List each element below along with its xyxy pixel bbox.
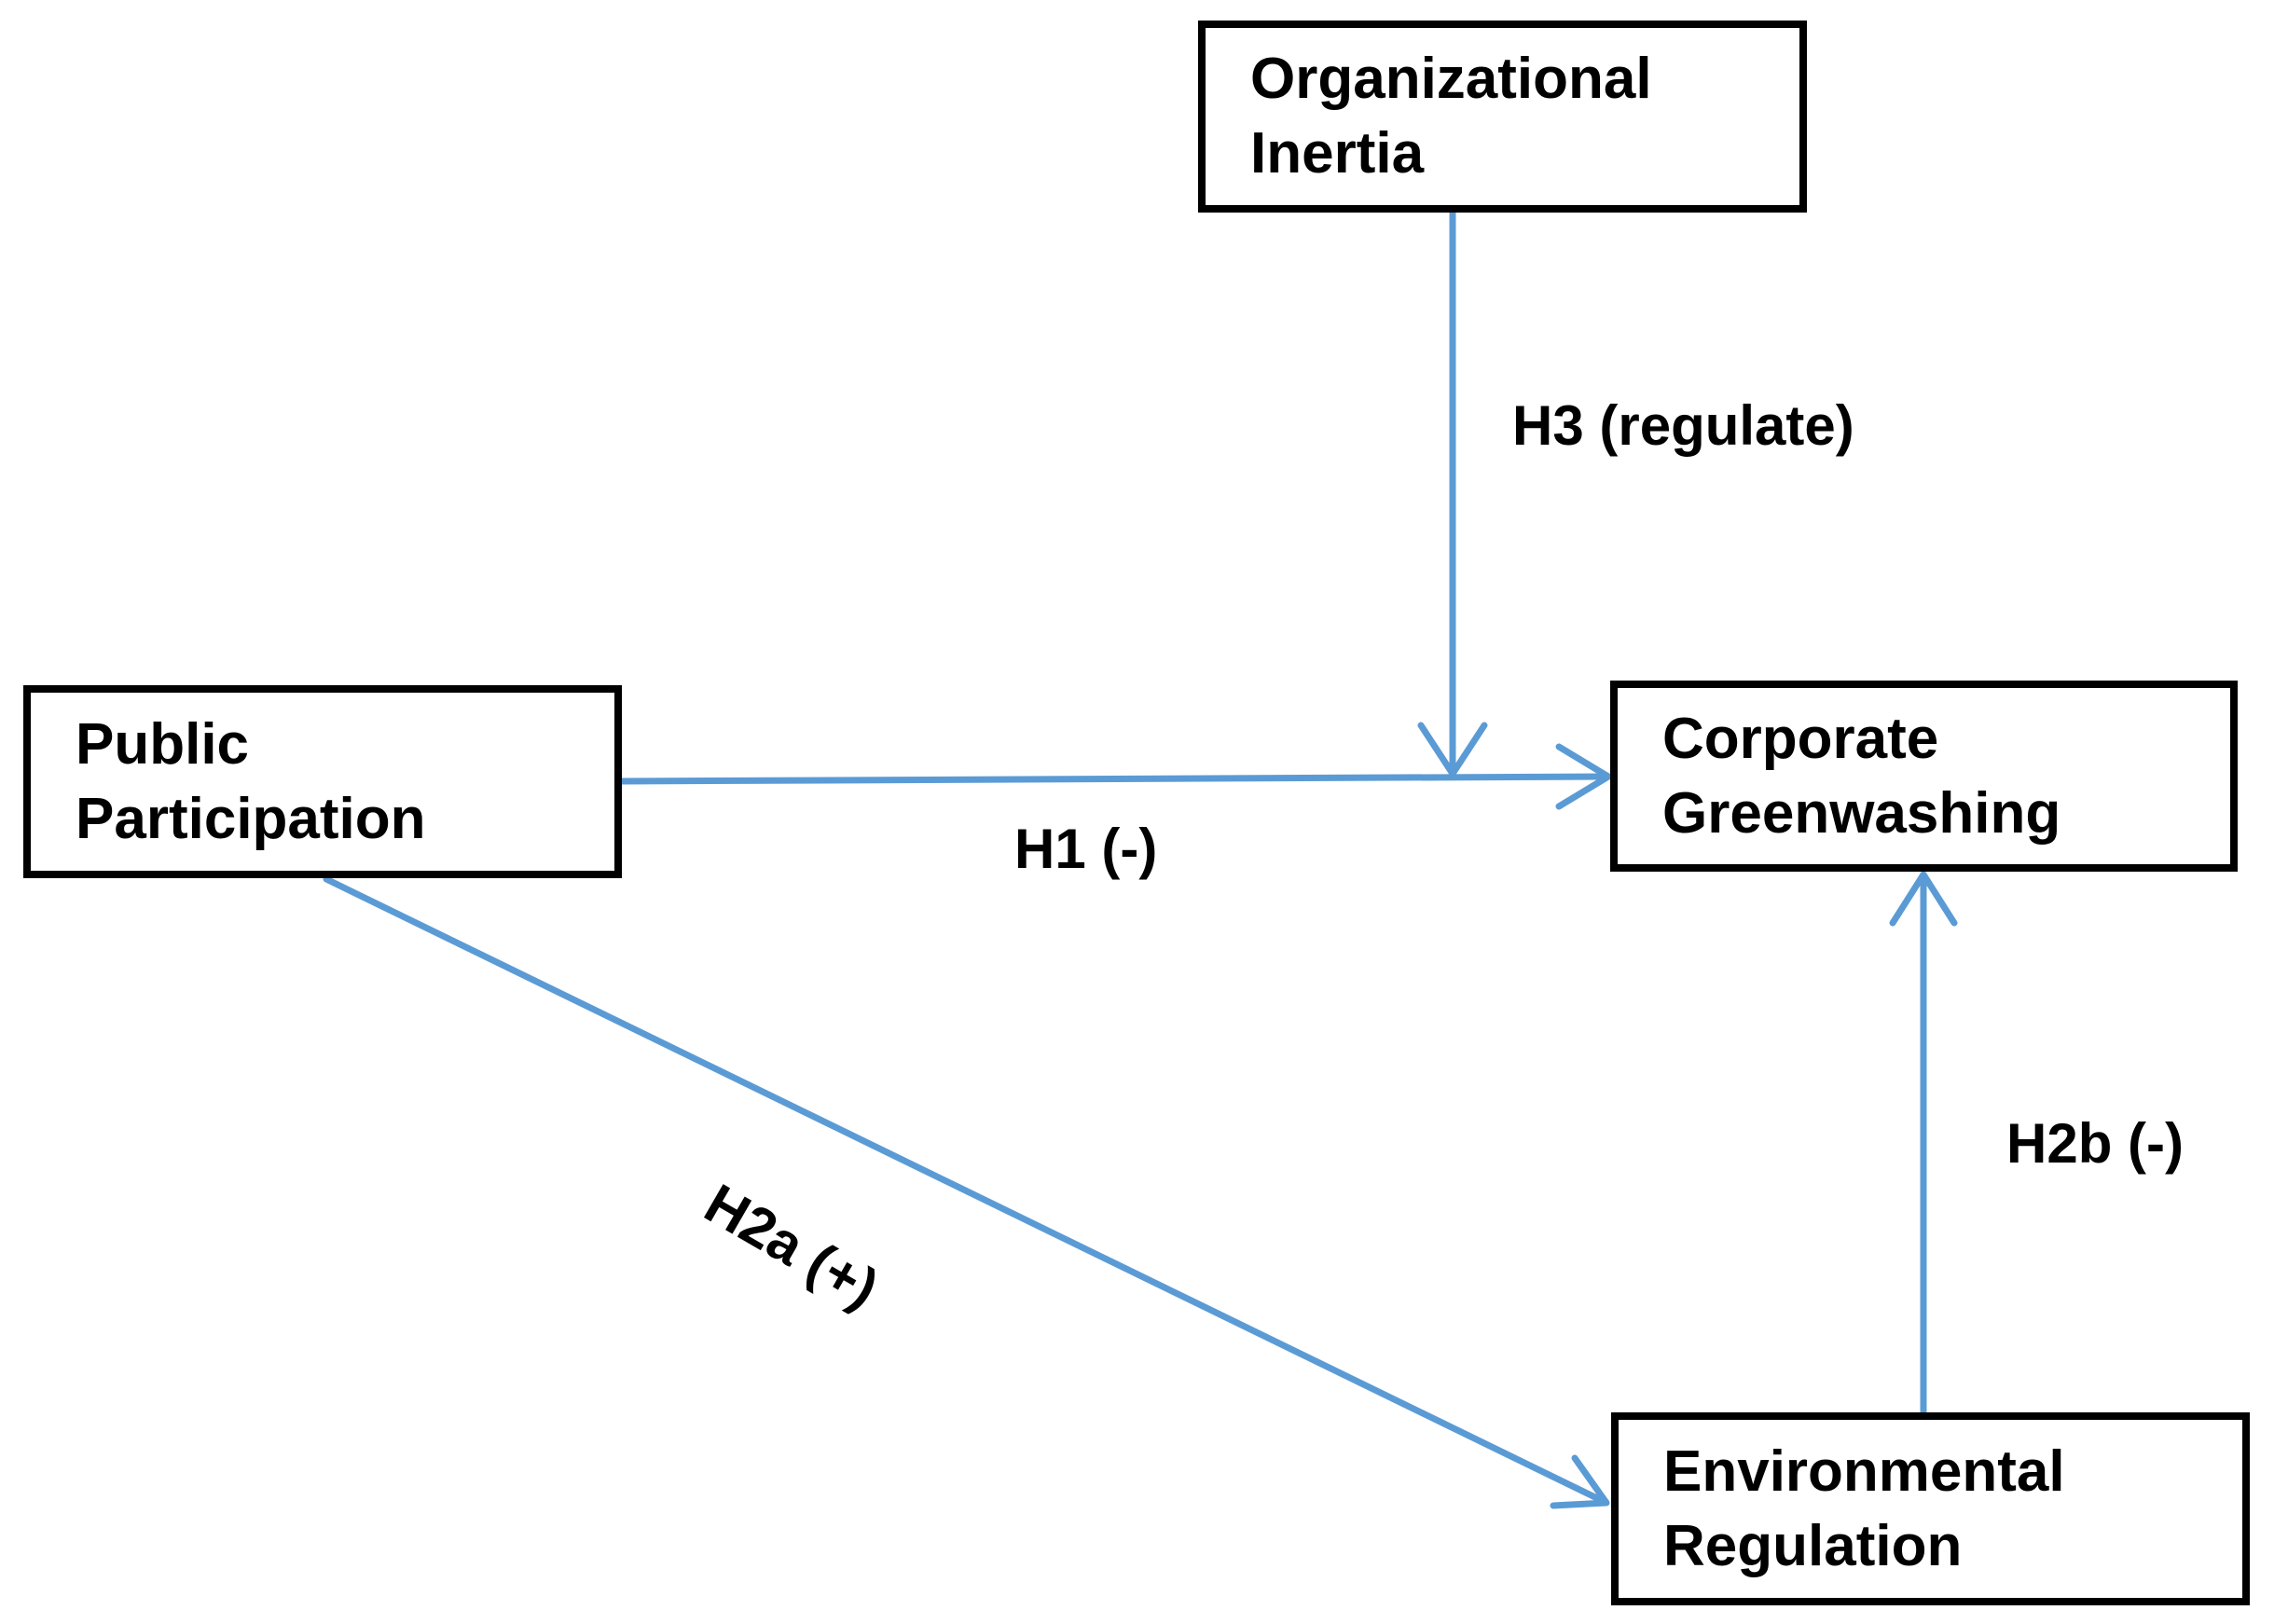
node-environmental-regulation-label: Environmental Regulation bbox=[1663, 1438, 2065, 1578]
node-public-participation-label: Public Participation bbox=[76, 711, 426, 851]
node-organizational-inertia-label: Organizational Inertia bbox=[1250, 47, 1652, 186]
node-corporate-greenwashing-label: Corporate Greenwashing bbox=[1662, 706, 2061, 846]
h3-arrowhead bbox=[1417, 722, 1488, 778]
h1-arrowhead bbox=[1555, 743, 1612, 810]
h1-arrow-line bbox=[618, 773, 1609, 785]
node-organizational-inertia: Organizational Inertia bbox=[1198, 21, 1807, 213]
h2a-arrow-line bbox=[323, 875, 1606, 1505]
node-corporate-greenwashing: Corporate Greenwashing bbox=[1610, 681, 2238, 872]
h2b-arrowhead bbox=[1889, 871, 1958, 927]
h2a-arrowhead bbox=[1550, 1454, 1610, 1509]
node-environmental-regulation: Environmental Regulation bbox=[1611, 1412, 2250, 1605]
edge-label-h2b: H2b (-) bbox=[2006, 1112, 2184, 1175]
node-public-participation: Public Participation bbox=[23, 685, 622, 878]
edge-label-h3: H3 (regulate) bbox=[1512, 394, 1854, 457]
edge-label-h1: H1 (-) bbox=[1014, 818, 1158, 880]
